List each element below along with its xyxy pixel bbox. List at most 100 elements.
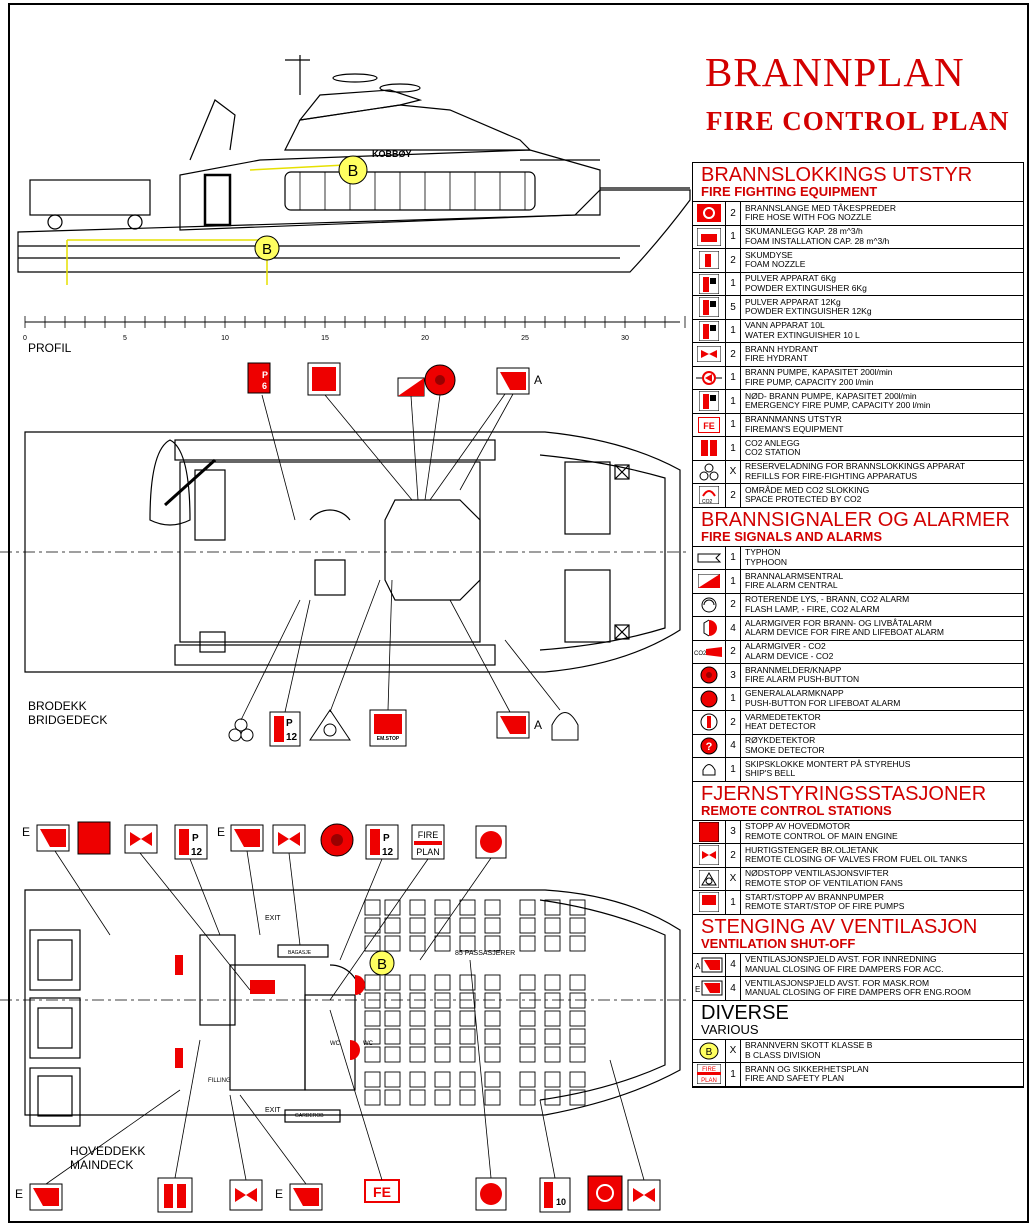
svg-text:A: A bbox=[534, 373, 542, 387]
seat bbox=[484, 1089, 501, 1106]
class-b-marker-profile-2: B bbox=[254, 235, 280, 261]
class-b-text: B bbox=[348, 163, 359, 180]
bridge-label-no: BRODEKK bbox=[28, 699, 87, 713]
seat bbox=[519, 1028, 536, 1045]
seat bbox=[409, 992, 426, 1009]
seat bbox=[434, 1046, 451, 1063]
seat bbox=[484, 935, 501, 952]
seat bbox=[409, 899, 426, 916]
damper-e-icon: E bbox=[693, 977, 726, 1000]
powder-6kg-icon bbox=[693, 272, 726, 295]
seat bbox=[409, 1089, 426, 1106]
seat bbox=[364, 1028, 381, 1045]
seat bbox=[409, 1010, 426, 1027]
seat bbox=[409, 974, 426, 991]
scale-tick-label: 25 bbox=[521, 335, 529, 342]
legend-text-no: ALARMGIVER FOR BRANN- OG LIVBÅTALARM bbox=[745, 617, 932, 628]
svg-text:12: 12 bbox=[191, 847, 203, 858]
legend-quantity: 1 bbox=[726, 570, 741, 593]
damper-a-symbol-top: A bbox=[496, 367, 542, 395]
legend-description: RESERVELADNING FOR BRANNSLOKKINGS APPARA… bbox=[741, 462, 965, 481]
legend-quantity: 5 bbox=[726, 296, 741, 319]
svg-text:EM.STOP: EM.STOP bbox=[377, 736, 400, 742]
legend-text-no: VARMEDETEKTOR bbox=[745, 711, 821, 722]
seat bbox=[519, 899, 536, 916]
legend-text-no: OMRÅDE MED CO2 SLOKKING bbox=[745, 484, 870, 495]
profile-view bbox=[17, 55, 691, 273]
legend-text-en: SPACE PROTECTED BY CO2 bbox=[745, 494, 862, 505]
legend-section-title-en: FIRE FIGHTING EQUIPMENT bbox=[701, 184, 878, 199]
legend-text-no: NØD- BRANN PUMPE, KAPASITET 200l/min bbox=[745, 390, 917, 401]
seat bbox=[364, 1046, 381, 1063]
legend-quantity: 2 bbox=[726, 711, 741, 734]
seat bbox=[484, 1028, 501, 1045]
seat bbox=[384, 1046, 401, 1063]
garderobe-label: GARDEROB bbox=[295, 1113, 324, 1119]
seat bbox=[544, 899, 561, 916]
leader-lines-main bbox=[45, 850, 645, 1185]
seat bbox=[434, 974, 451, 991]
ships-bell-symbol bbox=[551, 712, 579, 741]
legend-text-en: SMOKE DETECTOR bbox=[745, 744, 825, 755]
legend-text-no: START/STOPP AV BRANNPUMPER bbox=[745, 891, 885, 902]
legend-quantity: X bbox=[726, 1039, 741, 1062]
legend-quantity: 3 bbox=[726, 664, 741, 687]
fire-pump-icon bbox=[693, 366, 726, 389]
legend-text-en: PUSH-BUTTON FOR LIFEBOAT ALARM bbox=[745, 697, 901, 708]
scale-tick-label: 15 bbox=[321, 335, 329, 342]
seat bbox=[569, 1010, 586, 1027]
legend-quantity: 4 bbox=[726, 953, 741, 976]
seat bbox=[364, 992, 381, 1009]
title-english: FIRE CONTROL PLAN bbox=[706, 106, 1010, 136]
legend-quantity: 2 bbox=[726, 484, 741, 507]
legend-text-no: VENTILASJONSPJELD AVST. FOR MASK.ROM bbox=[745, 977, 930, 988]
emergency-pump-icon bbox=[693, 390, 726, 413]
fireman-equipment-icon: FE bbox=[693, 413, 726, 436]
seat bbox=[544, 1089, 561, 1106]
seat bbox=[409, 1028, 426, 1045]
legend-quantity: 4 bbox=[726, 977, 741, 1000]
fire-hydrant-icon bbox=[693, 343, 726, 366]
legend-quantity: 1 bbox=[726, 413, 741, 436]
svg-text:P: P bbox=[383, 833, 390, 844]
legend-quantity: 2 bbox=[726, 844, 741, 867]
legend-text-en: TYPHOON bbox=[745, 556, 788, 567]
legend-text-no: NØDSTOPP VENTILASJONSVIFTER bbox=[745, 868, 889, 879]
alarm-device-icon bbox=[693, 617, 726, 640]
seat bbox=[569, 1071, 586, 1088]
exit-label-top: EXIT bbox=[265, 915, 281, 922]
legend-text-no: ALARMGIVER - CO2 bbox=[745, 641, 826, 652]
legend-quantity: 3 bbox=[726, 820, 741, 843]
seat bbox=[384, 1089, 401, 1106]
legend-quantity: 1 bbox=[726, 319, 741, 342]
legend-section-title-no: FJERNSTYRINGSSTASJONER bbox=[701, 782, 987, 805]
legend-text-en: REMOTE START/STOP OF FIRE PUMPS bbox=[745, 901, 905, 912]
ships-bell-icon bbox=[693, 758, 726, 781]
scale-tick-label: 10 bbox=[221, 335, 229, 342]
legend-text-en: FOAM NOZZLE bbox=[745, 259, 806, 270]
legend-text-no: BRANNMELDER/KNAPP bbox=[745, 664, 842, 675]
seat bbox=[484, 1046, 501, 1063]
legend-text-en: FOAM INSTALLATION CAP. 28 m^3/h bbox=[745, 235, 890, 246]
